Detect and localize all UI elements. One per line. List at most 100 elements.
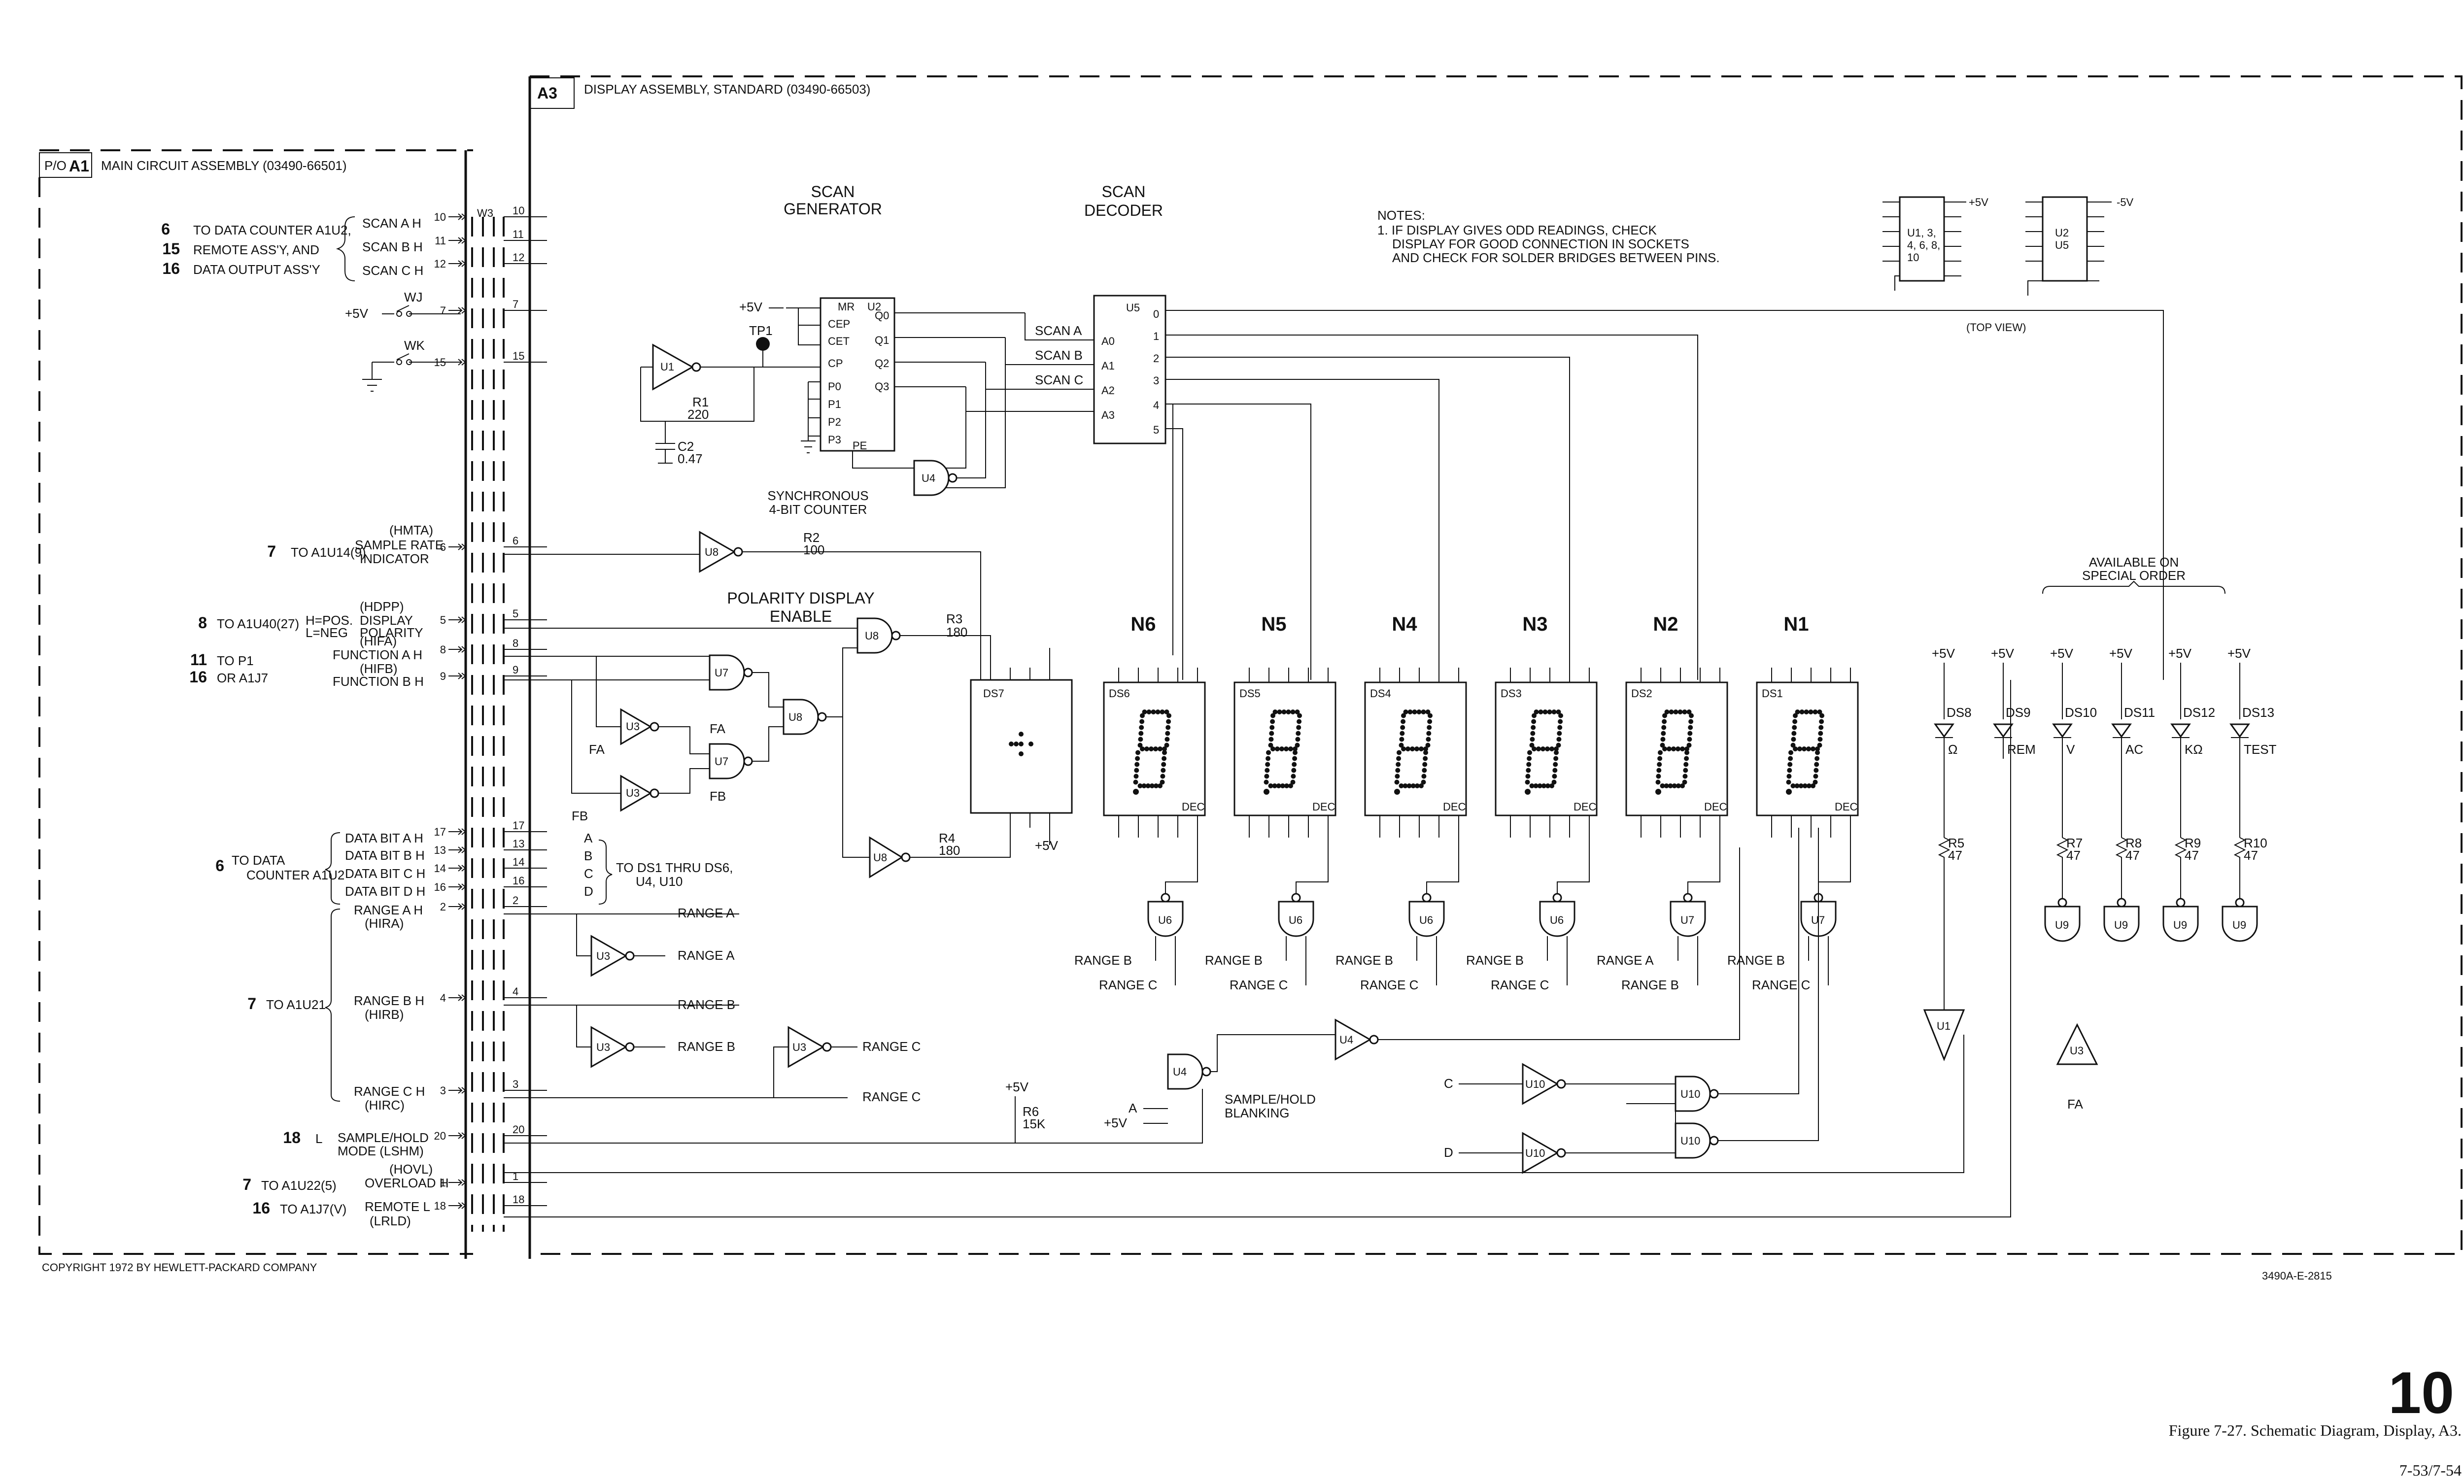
- led-symbol: KΩ: [2185, 742, 2203, 757]
- segment-dot: [1401, 746, 1406, 751]
- r2-value: 100: [803, 542, 824, 557]
- segment-dot: [1557, 731, 1562, 736]
- segment-dot: [1428, 713, 1433, 718]
- sig-remote: REMOTE L: [365, 1199, 430, 1214]
- segment-dot: [1160, 709, 1165, 714]
- segment-dot: [1657, 756, 1663, 761]
- ref-num-12: 7: [242, 1176, 251, 1193]
- sig-hirb: (HIRB): [365, 1007, 404, 1022]
- led-plus5v: +5V: [2168, 646, 2192, 661]
- fb-bar-label: FB: [710, 789, 726, 804]
- segment-dot: [1526, 768, 1531, 773]
- segment-dot: [1811, 783, 1815, 788]
- led-diode: [1993, 723, 2014, 738]
- decimal-point: [1394, 789, 1400, 795]
- segment-dot: [1669, 709, 1674, 714]
- pin-left: 2: [440, 901, 446, 913]
- led-symbol: AC: [2125, 742, 2143, 757]
- segment-dot: [1277, 709, 1282, 714]
- available-l2: SPECIAL ORDER: [2082, 568, 2186, 583]
- segment-dot: [1295, 709, 1300, 714]
- sig-sample-hold: SAMPLE/HOLD: [338, 1130, 429, 1145]
- r4-label: R4: [939, 831, 955, 845]
- pin-arrow: [448, 883, 466, 890]
- sig-wk: WK: [404, 338, 425, 353]
- segment-dot: [1793, 746, 1798, 751]
- pin-arrow: [448, 237, 466, 244]
- left-signals: 6 TO DATA COUNTER A1U2, 15 REMOTE ASS'Y,…: [161, 204, 733, 1228]
- segment-dot: [1792, 725, 1797, 730]
- segment-dot: [1414, 783, 1420, 788]
- pin-left: 14: [434, 862, 446, 875]
- u1-led-driver-label: U1: [1937, 1020, 1951, 1032]
- polarity-l2: ENABLE: [770, 607, 832, 625]
- segment-dot: [1151, 709, 1156, 714]
- sig-data-bit-a: DATA BIT A H: [345, 831, 423, 845]
- segment-dot: [1814, 762, 1819, 767]
- digit-driver-wire: [1547, 815, 1590, 985]
- pin-arrow: [448, 846, 466, 853]
- segment-dot: [1797, 746, 1802, 751]
- led-resistor-label: R10: [2244, 836, 2267, 850]
- pin-right: 1: [513, 1170, 518, 1182]
- segment-dot: [1673, 709, 1678, 714]
- ds7-plus5v: +5V: [1035, 838, 1059, 853]
- segment-dot: [1802, 746, 1807, 751]
- ref-text-1: TO DATA COUNTER A1U2,: [193, 223, 351, 237]
- u2-cp: CP: [828, 357, 843, 370]
- u4-u10: U4, U10: [636, 874, 683, 889]
- u8-nand2-label: U8: [788, 711, 802, 723]
- chip1-l3: 10: [1907, 251, 1919, 264]
- segment-dot: [1686, 742, 1692, 748]
- segment-dot: [1551, 709, 1557, 714]
- segment-dot: [1406, 783, 1412, 788]
- segment-dot: [1664, 783, 1669, 788]
- segment-dot: [1399, 742, 1404, 748]
- segment-dot: [1288, 783, 1293, 788]
- fb-label: FB: [572, 809, 588, 823]
- scan-generator-l2: GENERATOR: [784, 200, 882, 218]
- r1-value: 220: [687, 407, 709, 422]
- segment-dot: [1664, 709, 1670, 714]
- segment-dot: [1280, 783, 1285, 788]
- r6-value: 15K: [1023, 1116, 1046, 1131]
- pin-arrow: [448, 865, 466, 872]
- sig-function-b: FUNCTION B H: [333, 674, 424, 689]
- chip1-l1: U1, 3,: [1907, 227, 1936, 239]
- led-driver-gate: [2044, 906, 2081, 942]
- sig-range-b: RANGE B H: [354, 993, 424, 1008]
- ref-text-2: REMOTE ASS'Y, AND: [193, 242, 319, 257]
- pin-arrow: [448, 1132, 466, 1139]
- segment-dot: [1525, 774, 1531, 779]
- segment-dot: [1401, 713, 1406, 718]
- pin-left: 13: [434, 844, 446, 856]
- led-symbol: TEST: [2244, 742, 2277, 757]
- segment-dot: [1530, 737, 1535, 742]
- pin-right: 3: [513, 1078, 518, 1090]
- segment-dot: [1558, 713, 1563, 718]
- segment-dot: [1532, 746, 1537, 751]
- segment-dot: [1297, 713, 1302, 718]
- range-c-1: RANGE C: [862, 1089, 921, 1104]
- segment-dot: [1140, 713, 1145, 718]
- segment-dot: [1425, 742, 1431, 748]
- u2-p2: P2: [828, 416, 841, 428]
- led-ds-label: DS11: [2124, 705, 2155, 720]
- segment-dot: [1407, 709, 1413, 714]
- pin-left: 1: [440, 1177, 446, 1189]
- led-resistor-value: 47: [2125, 848, 2140, 863]
- segment-dot: [1135, 750, 1140, 755]
- copyright: COPYRIGHT 1972 BY HEWLETT-PACKARD COMPAN…: [42, 1261, 317, 1274]
- segment-dot: [1552, 768, 1558, 773]
- r3-label: R3: [946, 611, 962, 626]
- led-wire: [1935, 737, 1953, 838]
- led-diode: [2229, 723, 2250, 738]
- segment-dot: [1656, 774, 1661, 779]
- pin-left: 17: [434, 826, 446, 838]
- r3-value: 180: [946, 625, 967, 640]
- sig-mode-lshm: MODE (LSHM): [338, 1144, 424, 1158]
- segment-dot: [1134, 762, 1140, 767]
- segment-dot: [1788, 756, 1793, 761]
- segment-dot: [1139, 725, 1144, 730]
- segment-dot: [1265, 762, 1270, 767]
